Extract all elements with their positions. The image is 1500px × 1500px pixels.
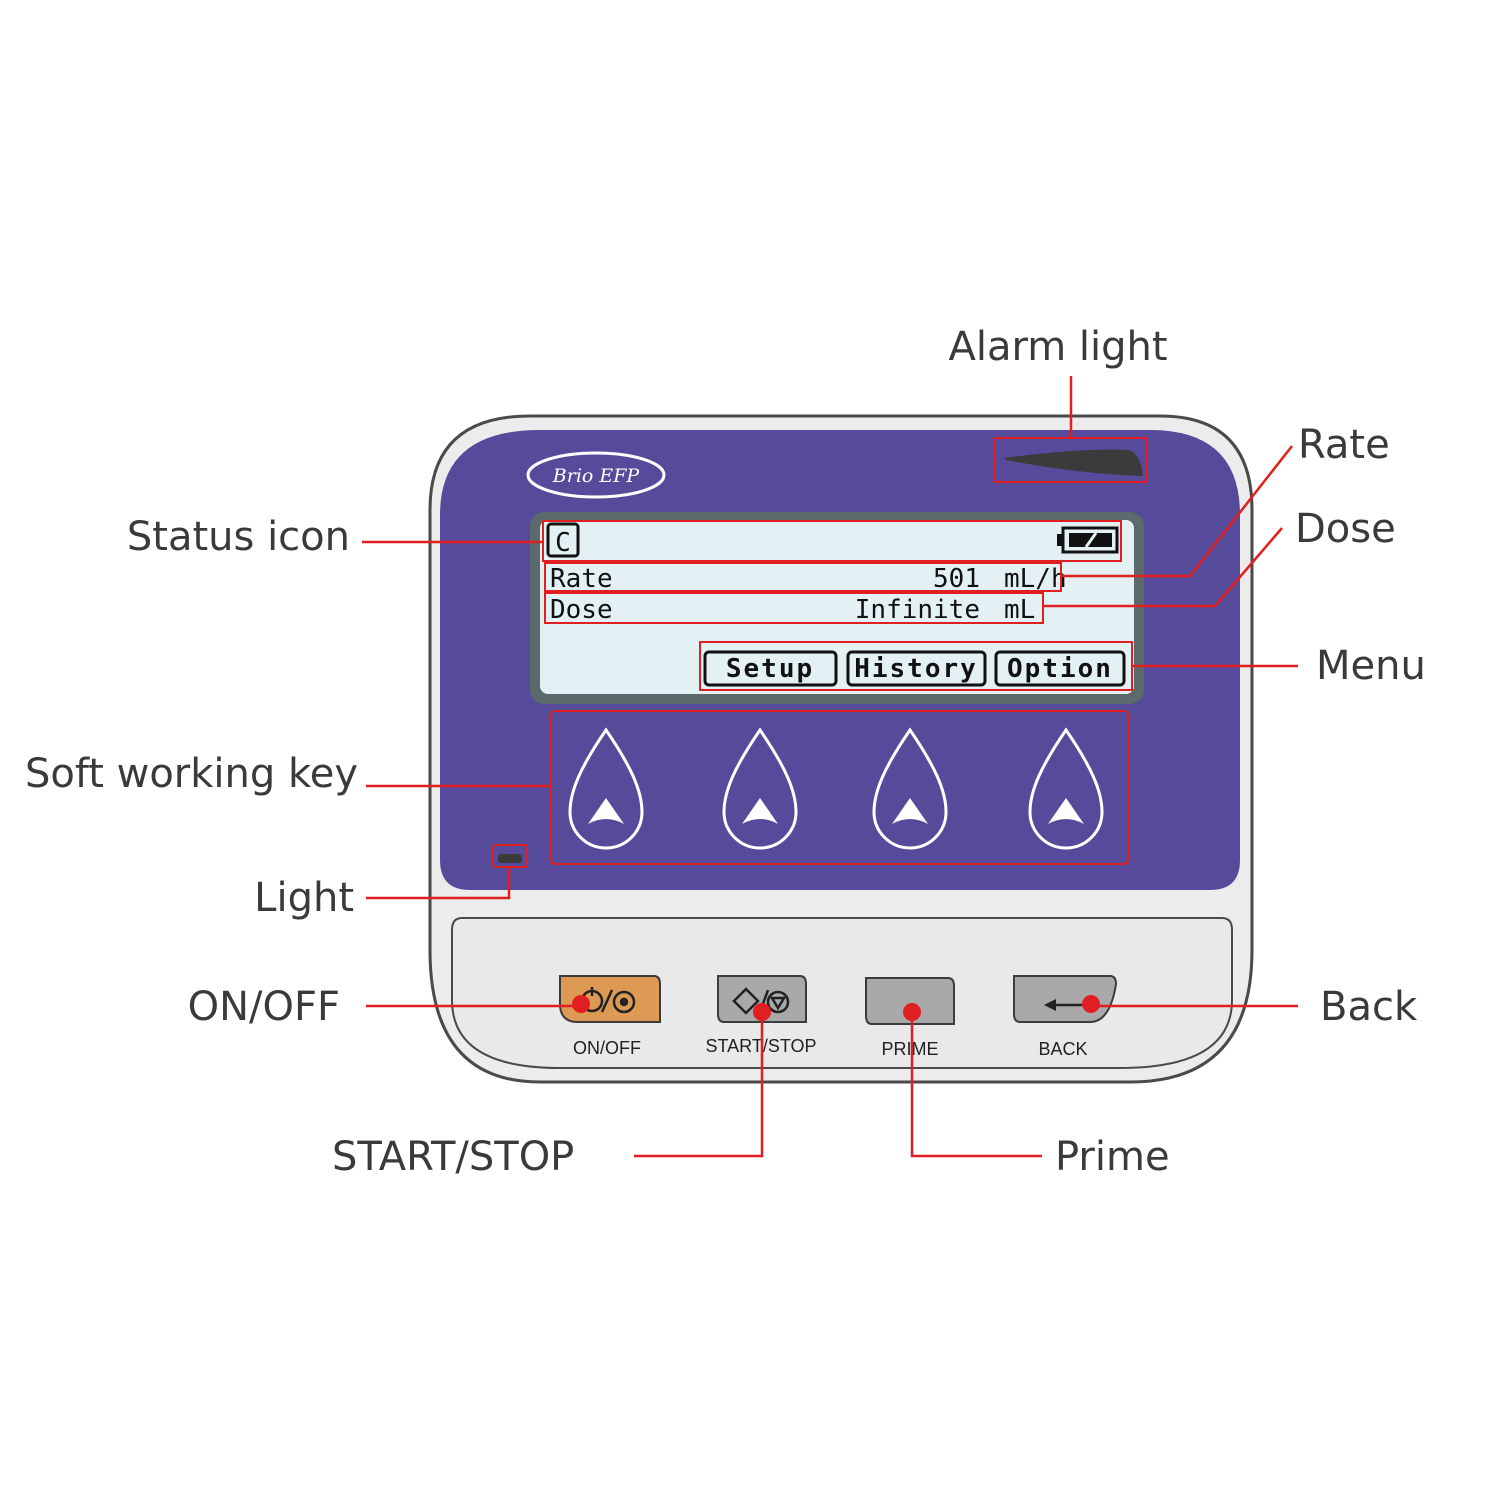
menu-option-label: Option xyxy=(1007,654,1113,684)
rate-row-frame xyxy=(544,562,1062,592)
prime-label: PRIME xyxy=(881,1039,938,1059)
battery-icon xyxy=(1057,526,1119,554)
dose-value: Infinite xyxy=(855,595,980,625)
soft-key-3[interactable] xyxy=(872,727,948,850)
soft-key-arrow-icon xyxy=(1048,798,1084,824)
onoff-label: ON/OFF xyxy=(573,1038,641,1058)
callout-dots xyxy=(572,995,1100,1021)
soft-key-4[interactable] xyxy=(1028,727,1104,850)
brand-text: Brio EFP xyxy=(552,465,641,487)
rate-label: Rate xyxy=(550,564,613,594)
soft-keys-frame xyxy=(550,710,1129,865)
back-label: BACK xyxy=(1038,1039,1087,1059)
soft-key-1[interactable] xyxy=(568,727,644,850)
rate-unit: mL/h xyxy=(1004,564,1067,594)
dose-label: Dose xyxy=(550,595,613,625)
rate-value: 501 xyxy=(933,564,980,594)
soft-key-arrow-icon xyxy=(742,798,778,824)
callout-lines xyxy=(362,376,1298,1158)
callout-menu: Menu xyxy=(1316,643,1426,689)
callout-start-stop: START/STOP xyxy=(332,1134,574,1180)
soft-key-arrow-icon xyxy=(892,798,928,824)
button-tray xyxy=(451,917,1233,1069)
callout-alarm-light: Alarm light xyxy=(948,324,1167,370)
menu-setup-label: Setup xyxy=(726,654,814,684)
status-icon: C xyxy=(555,528,571,558)
alarm-light xyxy=(1004,449,1143,476)
callout-soft-working-key: Soft working key xyxy=(25,751,358,797)
indicator-light xyxy=(498,854,522,863)
dose-row-frame xyxy=(544,592,1044,624)
callout-rate: Rate xyxy=(1298,422,1390,468)
callout-status-icon: Status icon xyxy=(127,514,350,560)
brand-logo: Brio EFP xyxy=(526,451,666,499)
callout-back: Back xyxy=(1320,984,1418,1030)
callout-dose: Dose xyxy=(1295,506,1396,552)
callout-light: Light xyxy=(254,875,354,921)
menu-history[interactable]: History xyxy=(846,650,987,687)
soft-key-2[interactable] xyxy=(722,727,798,850)
menu-setup[interactable]: Setup xyxy=(703,650,838,687)
menu-history-label: History xyxy=(854,654,978,684)
start-stop-button[interactable]: START/STOP xyxy=(705,975,817,1056)
callout-onoff: ON/OFF xyxy=(188,984,340,1030)
start-stop-icon xyxy=(732,987,790,1015)
soft-key-arrow-icon xyxy=(588,798,624,824)
status-icon-box xyxy=(546,522,580,558)
prime-button[interactable]: PRIME xyxy=(865,977,955,1059)
dose-unit: mL xyxy=(1004,595,1035,625)
callout-prime: Prime xyxy=(1055,1134,1170,1180)
menu-option[interactable]: Option xyxy=(994,650,1126,687)
